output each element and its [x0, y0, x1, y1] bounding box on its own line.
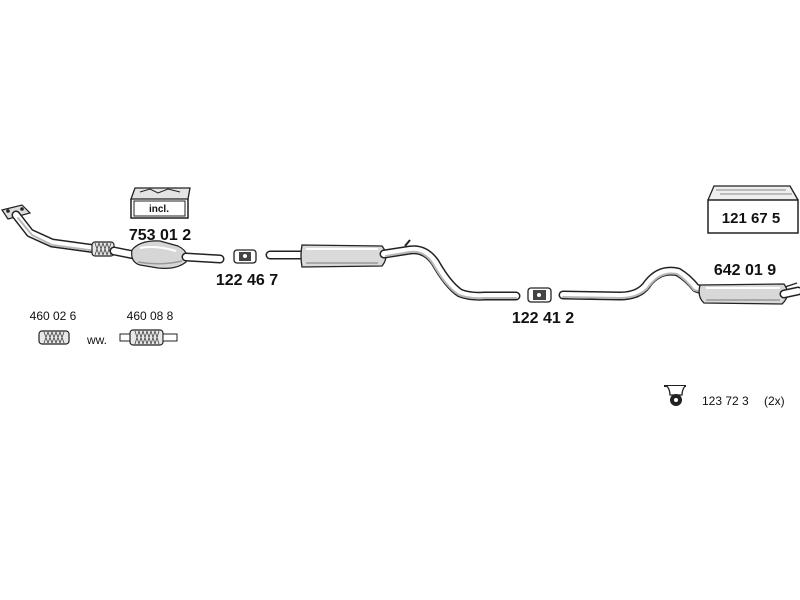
hanger-part-number: 123 72 3 — [702, 394, 749, 408]
kit-box-label: incl. — [149, 204, 169, 215]
rear-clamp-part-number: 122 41 2 — [512, 310, 574, 327]
gasket-a-icon — [38, 330, 70, 345]
gasket-or-label: ww. — [86, 333, 107, 347]
middle-silencer — [265, 239, 521, 301]
gasket-b-icon — [119, 329, 178, 346]
kit-part-number: 753 01 2 — [129, 227, 191, 244]
rear-clamp-icon — [527, 287, 552, 303]
mounting-kit-box-icon — [707, 185, 799, 234]
rear-muffler-part-number: 642 01 9 — [714, 262, 776, 279]
gasket-a-part-number: 460 02 6 — [30, 309, 77, 323]
rubber-hanger-icon — [664, 385, 686, 406]
gasket-b-part-number: 460 08 8 — [127, 309, 174, 323]
hanger-quantity: (2x) — [764, 394, 785, 408]
rear-muffler — [558, 266, 800, 305]
front-pipe-catalytic-converter — [1, 204, 225, 269]
front-clamp-part-number: 122 46 7 — [216, 272, 278, 289]
front-clamp-icon — [233, 249, 257, 264]
kit-box-icon: incl. — [130, 187, 191, 219]
mounting-kit-part-number: 121 67 5 — [722, 210, 780, 227]
